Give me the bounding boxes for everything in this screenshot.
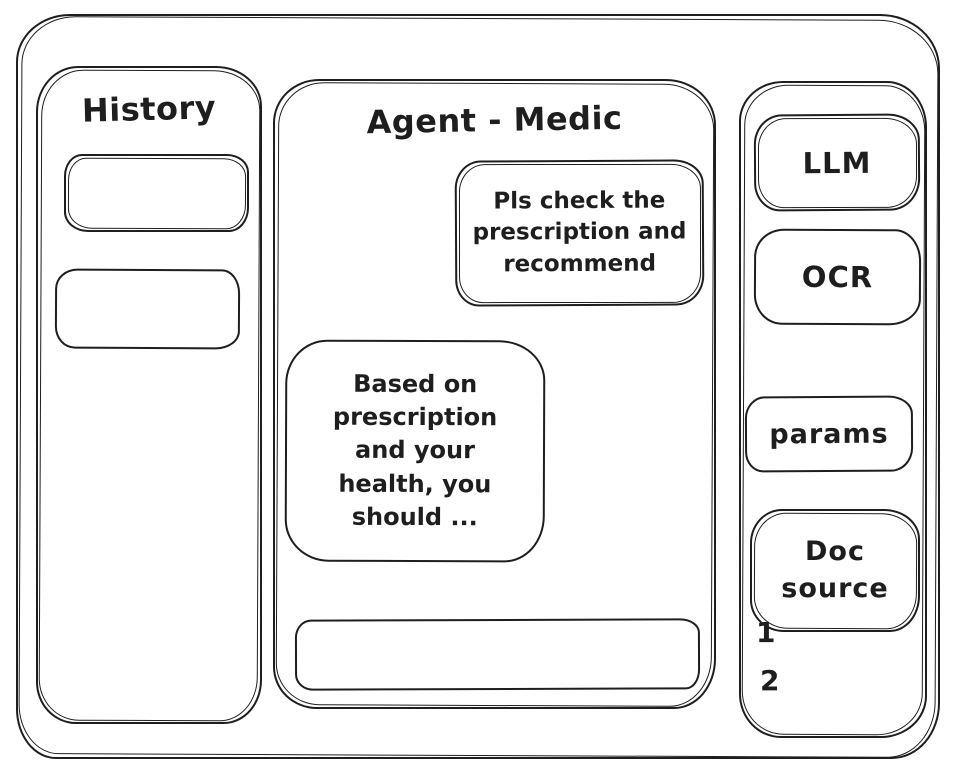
user-message-bubble: Pls check the prescription and recommend bbox=[454, 159, 705, 307]
history-item[interactable] bbox=[64, 154, 249, 232]
history-item[interactable] bbox=[54, 268, 241, 350]
doc-source-label: Doc source bbox=[781, 536, 889, 604]
doc-source-button[interactable]: Doc source bbox=[750, 509, 920, 632]
history-panel: History bbox=[36, 66, 262, 724]
llm-button[interactable]: LLM bbox=[753, 113, 921, 212]
ocr-button[interactable]: OCR bbox=[753, 228, 922, 326]
history-title: History bbox=[81, 88, 217, 130]
chat-panel: Agent - Medic Pls check the prescription… bbox=[273, 79, 716, 709]
params-button[interactable]: params bbox=[744, 395, 914, 473]
chat-title: Agent - Medic bbox=[366, 98, 623, 142]
tools-panel: LLM OCR params Doc source 1 2 bbox=[739, 81, 927, 738]
doc-source-item-1[interactable]: 1 bbox=[756, 616, 776, 649]
chat-input[interactable] bbox=[294, 618, 701, 691]
doc-source-item-2[interactable]: 2 bbox=[760, 664, 780, 697]
agent-message-bubble: Based on prescription and your health, y… bbox=[284, 339, 546, 563]
